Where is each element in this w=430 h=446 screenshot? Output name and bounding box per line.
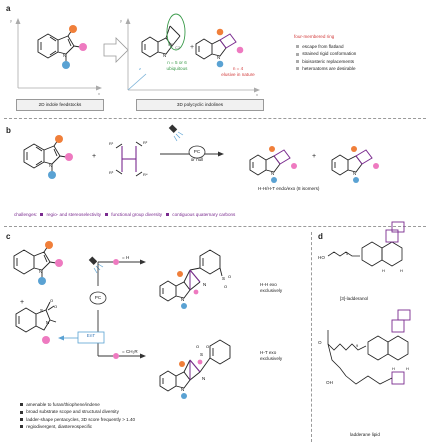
svg-text:O: O (228, 274, 231, 279)
top-product-label: H-H exo exclusively (260, 282, 283, 293)
plus-b-products: + (312, 153, 317, 160)
plus-a: + (190, 44, 195, 51)
product-isomers-label: H-H/H-T endo/exo (8 isomers) (258, 186, 320, 191)
h-bottom-1: H (392, 366, 395, 371)
plus-b: + (92, 153, 97, 160)
svg-text:N: N (353, 171, 356, 176)
n-ubiquitous: n = 5 or 6 ubiquitous (166, 60, 188, 71)
r1-label: R¹ (109, 141, 114, 146)
challenges-label: challenges: (14, 212, 38, 217)
top-condition: = H (122, 255, 130, 260)
separator-cd (311, 232, 312, 442)
svg-text:S: S (222, 276, 225, 281)
n-elusive: n = 4 elusive in nature (221, 66, 255, 77)
ladderane-lipid-label: ladderane lipid (350, 432, 380, 437)
ent-label: EnT (86, 333, 96, 338)
panel-a-graphic: N N C3 C2 N (15, 13, 260, 93)
panel-c-graphic: N S N O O (13, 241, 231, 399)
svg-text:N: N (202, 376, 205, 381)
panel-label-b: b (6, 126, 11, 135)
separator-bc (4, 226, 426, 227)
feature-list: amenable to furan/thiophene/indene broad… (20, 402, 260, 431)
challenge-item: functional group diversity (111, 212, 163, 217)
bottom-product-label: H-T exo exclusively (260, 350, 283, 361)
r4-label: R⁴ (143, 172, 148, 177)
svg-text:N: N (163, 53, 166, 58)
plus-c: + (20, 299, 25, 306)
box-2d-indole: 2D indole feedstocks (16, 99, 104, 111)
ring-title: four-membered ring (294, 34, 335, 39)
panel-label-d: d (318, 232, 323, 241)
box-3d-indolines: 3D polycyclic indolines (136, 99, 264, 111)
svg-text:S: S (40, 308, 43, 313)
chain-bottom-count: 9 (356, 343, 359, 348)
svg-text:N: N (39, 269, 42, 274)
h-top-2: H (400, 268, 403, 273)
svg-text:N: N (46, 320, 49, 325)
svg-text:O: O (196, 344, 199, 349)
challenge-item: contiguous quaternary carbons (172, 212, 236, 217)
pc-label-c: PC (94, 295, 102, 300)
h-top-1: H (382, 268, 385, 273)
axis-x-left: x (98, 91, 100, 96)
svg-text:S: S (200, 352, 203, 357)
o-label: O (318, 340, 322, 345)
svg-text:N: N (181, 297, 184, 302)
svg-text:N: N (203, 282, 206, 287)
challenge-item: regio- and stereoselectivity (46, 212, 102, 217)
svg-text:N: N (63, 53, 66, 58)
panel-label-a: a (6, 4, 11, 13)
panel-label-c: c (6, 232, 11, 241)
panel-d-graphic (327, 221, 411, 385)
svg-text:N: N (181, 387, 184, 392)
or-null-label: or null (190, 157, 204, 162)
svg-text:O: O (224, 284, 227, 289)
bottom-condition: = CH₂R (122, 349, 138, 354)
oh-label: OH (326, 380, 333, 385)
pc-label-b: PC (193, 149, 201, 154)
ho-label: HO (318, 255, 325, 260)
panel-b-graphic: N N N (23, 124, 379, 183)
svg-text:N: N (49, 163, 52, 168)
svg-text:O: O (54, 304, 57, 309)
axis-x-right: x (256, 92, 258, 97)
ring-list: escape from flatland strained rigid conf… (296, 44, 422, 73)
axis-y-left: y (10, 18, 12, 23)
axis-z: z (139, 66, 141, 71)
svg-text:C2: C2 (175, 45, 181, 50)
r2-label: R² (143, 140, 148, 145)
svg-text:O: O (206, 344, 209, 349)
svg-text:N: N (217, 55, 220, 60)
ladderanol-label: [3]-ladderanol (340, 296, 369, 301)
h-bottom-2: H (406, 366, 409, 371)
challenges-row: challenges: regio- and stereoselectivity… (14, 212, 235, 218)
svg-text:O: O (50, 298, 53, 303)
r3-label: R³ (109, 170, 114, 175)
axis-y-right: y (120, 18, 122, 23)
svg-text:C3: C3 (168, 42, 174, 47)
chain-top-count: 5 (346, 251, 349, 256)
separator-ab (4, 118, 426, 119)
svg-text:N: N (271, 171, 274, 176)
